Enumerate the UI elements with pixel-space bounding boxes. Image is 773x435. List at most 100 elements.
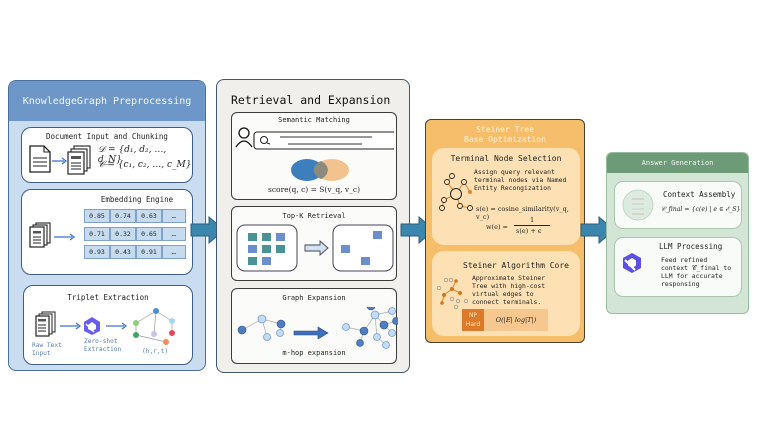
llm-processing-card: LLM Processing Feed refined context 𝒞_fi… [614, 237, 742, 297]
np-hard-badge-line: NP [468, 312, 478, 319]
topk-retrieval-title: Top-K Retrieval [282, 212, 346, 220]
triplet-extraction-title: Triplet Extraction [67, 293, 149, 302]
raw-text-label-line: Raw Text [32, 342, 62, 349]
description-line: Assign query relevant [474, 168, 555, 176]
triplet-output-label: (h,r,t) [142, 348, 169, 355]
retrieval-panel: Retrieval and Expansion Semantic Matchin… [216, 79, 410, 373]
terminal-node-title: Terminal Node Selection [450, 154, 562, 163]
embedding-cell: 0.65 [136, 227, 162, 241]
llm-processing-title: LLM Processing [659, 242, 723, 251]
description-line: context 𝒞_final to [661, 264, 732, 272]
document-chunking-title: Document Input and Chunking [46, 132, 168, 141]
embedding-cell: 0.32 [110, 227, 136, 241]
np-hard-badge-line: Hard [465, 321, 481, 328]
embedding-cell: 0.63 [136, 209, 162, 223]
select-arrow-icon [304, 240, 329, 256]
steiner-core-title: Steiner Algorithm Core [463, 261, 569, 270]
embedding-cell: 0.91 [136, 245, 162, 259]
description-line: virtual edges to [472, 290, 534, 298]
description-line: Entity Recongization [474, 184, 551, 192]
topk-retrieval-diagram [236, 224, 394, 272]
query-embedding-circle [291, 159, 323, 181]
steiner-title-line: Steiner Tree [476, 125, 534, 134]
llm-processing-description: Feed refined context 𝒞_final to LLM for … [661, 256, 731, 288]
semantic-matching-diagram [235, 127, 394, 181]
preprocessing-panel: KnowledgeGraph Preprocessing Document In… [8, 80, 206, 371]
chunks-formula: 𝒞 = {c₁, c₂, …, c_M} [98, 160, 192, 170]
documents-formula: 𝒟 = {d₁, d₂, …, d_N} [98, 145, 167, 165]
steiner-panel: Steiner Tree Base Optimization Terminal … [425, 119, 585, 343]
triplet-extraction-card: Triplet Extraction [23, 285, 193, 365]
description-line: Tree with high-cost [472, 282, 546, 290]
context-assembly-title: Context Assembly [663, 190, 736, 199]
weight-formula-denominator: s(e) + ϵ [516, 227, 542, 235]
query-search-box [253, 131, 394, 150]
embedding-cell: 0.74 [110, 209, 136, 223]
description-line: terminal nodes via Named [474, 176, 567, 184]
answer-generation-panel: Answer Generation Context Assembly 𝒞_fin… [606, 152, 749, 314]
llm-logo-icon [84, 317, 100, 335]
description-line: connect terminals. [472, 298, 542, 306]
embedding-matrix: 0.85 0.74 0.63 … 0.71 0.32 0.65 … 0.93 0… [84, 205, 186, 263]
steiner-tree-icon [436, 277, 469, 310]
steiner-core-card: Steiner Algorithm Core Approximate Stein… [432, 251, 580, 336]
weight-formula-numerator: 1 [530, 216, 535, 224]
steiner-core-description: Approximate Steiner Tree with high-cost … [472, 274, 545, 306]
fraction-bar [514, 225, 550, 226]
context-document-icon [622, 189, 654, 221]
embedding-cell: 0.93 [84, 245, 110, 259]
graph-expansion-title: Graph Expansion [282, 294, 346, 302]
embedding-cell: … [162, 245, 186, 259]
knowledge-graph-icon [133, 308, 175, 345]
terminal-node-description: Assign query relevant terminal nodes via… [474, 168, 566, 192]
llm-logo-icon [623, 253, 641, 273]
semantic-matching-title: Semantic Matching [278, 116, 350, 124]
zero-shot-label-line: Extraction [84, 346, 122, 353]
embedding-cell: … [162, 209, 186, 223]
embedding-cell: … [162, 227, 186, 241]
embedding-engine-title: Embedding Engine [100, 195, 174, 204]
raw-text-icon [35, 311, 56, 337]
m-hop-caption: m-hop expansion [282, 349, 346, 357]
graph-expansion-card: Graph Expansion [231, 288, 398, 364]
triplet-pipeline-diagram [35, 308, 175, 345]
raw-text-label-line: Input [32, 350, 51, 357]
terminal-node-card: Terminal Node Selection Assign query rel… [432, 148, 580, 245]
embedding-row: 0.85 0.74 0.63 … [84, 209, 186, 223]
description-line: LLM for accurate [661, 272, 723, 280]
complexity-label: O(|E| log|T|) [484, 309, 548, 331]
search-icon [260, 136, 271, 145]
zero-shot-label: Zero-shot Extraction [84, 338, 121, 354]
description-line: responsing [661, 280, 700, 288]
description-line: Feed refined [661, 256, 708, 264]
embedding-cell: 0.43 [110, 245, 136, 259]
description-line: Approximate Steiner [472, 274, 546, 282]
weight-formula: w(e) = 1 s(e) + ϵ [486, 216, 566, 240]
semantic-matching-card: Semantic Matching score(q, c) = S(v_q, v… [231, 112, 397, 200]
embedding-cell: 0.85 [84, 209, 110, 223]
document-to-chunks-icon [29, 145, 91, 175]
context-formula: 𝒞_final = {c(e) | e ∈ ℰ_S} [661, 206, 741, 213]
embedding-row: 0.93 0.43 0.91 … [84, 245, 186, 259]
expansion-arrow-icon [293, 326, 329, 340]
weight-formula-lhs: w(e) = [486, 223, 508, 231]
np-hard-badge: NP Hard [462, 309, 484, 331]
graph-expansion-diagram [237, 307, 398, 349]
retrieval-title: Retrieval and Expansion [231, 93, 391, 107]
document-to-vector-icon [29, 222, 76, 248]
preprocessing-title: KnowledgeGraph Preprocessing [9, 81, 205, 121]
embedding-engine-card: Embedding Engine 0.85 0.74 0.63 … 0.71 0… [21, 189, 193, 275]
context-assembly-card: Context Assembly 𝒞_final = {c(e) | e ∈ ℰ… [614, 181, 742, 229]
embedding-row: 0.71 0.32 0.65 … [84, 227, 186, 241]
user-icon [235, 127, 253, 148]
embedding-cell: 0.71 [84, 227, 110, 241]
zero-shot-label-line: Zero-shot [84, 338, 118, 345]
topk-retrieval-card: Top-K Retrieval [231, 206, 397, 281]
raw-text-label: Raw Text Input [32, 342, 62, 358]
terminal-graph-icon [439, 173, 473, 211]
answer-generation-title: Answer Generation [607, 153, 748, 173]
steiner-title: Steiner Tree Base Optimization [426, 125, 584, 145]
semantic-score-formula: score(q, c) = S(v_q, v_c) [268, 185, 360, 194]
steiner-title-line: Base Optimization [464, 135, 546, 144]
document-chunking-card: Document Input and Chunking 𝒟 = {d₁, d₂,… [21, 127, 193, 183]
